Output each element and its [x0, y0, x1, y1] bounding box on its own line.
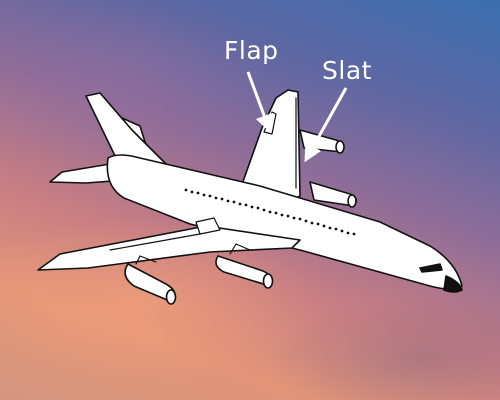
- cockpit-windows: [419, 263, 443, 273]
- nose-cone: [443, 275, 463, 293]
- near-engine-outboard: [124, 255, 177, 305]
- flap-arrow-icon: [246, 71, 273, 133]
- near-wing-panel: [195, 217, 221, 235]
- fuselage: [106, 154, 463, 290]
- near-engine-inboard: [215, 243, 274, 289]
- slat-arrow-icon: [304, 87, 348, 163]
- slat-label: Slat: [322, 56, 372, 85]
- near-wing-flap-line: [109, 233, 201, 251]
- flap-label: Flap: [224, 36, 279, 65]
- near-wing: [37, 225, 301, 271]
- far-engine-outboard: [309, 181, 358, 208]
- window-row: [184, 188, 356, 236]
